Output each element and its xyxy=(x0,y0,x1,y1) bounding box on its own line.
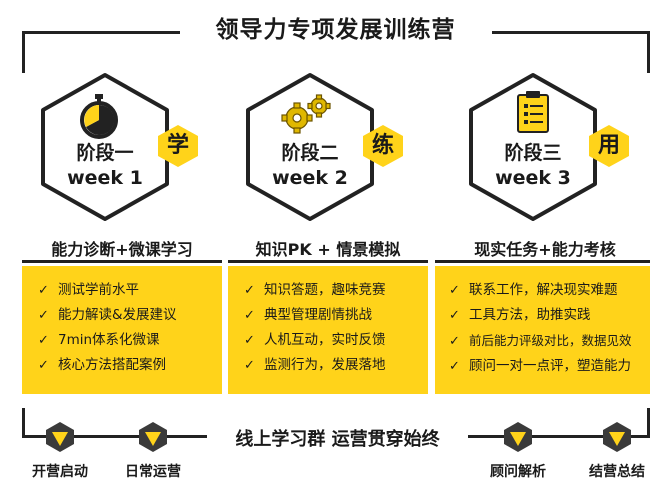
column-3-rule xyxy=(435,260,650,263)
stage-3-badge-text: 用 xyxy=(597,133,620,158)
stage-1-label: 阶段一 week 1 xyxy=(45,141,165,191)
timeline-line-right xyxy=(468,435,650,438)
milestone-2-marker xyxy=(138,421,168,457)
stage-2-badge: 练 xyxy=(361,124,405,168)
list-item: ✓前后能力评级对比，数据见效 xyxy=(449,328,650,354)
stage-3-phase: 阶段三 xyxy=(504,142,562,164)
check-icon: ✓ xyxy=(244,283,255,298)
stage-3-hexagon xyxy=(468,72,598,222)
stopwatch-icon xyxy=(77,94,121,144)
stage-2-badge-text: 练 xyxy=(371,133,394,158)
column-3-list: ✓联系工作，解决现实难题 ✓工具方法，助推实践 ✓前后能力评级对比，数据见效 ✓… xyxy=(449,278,650,379)
milestone-2-label: 日常运营 xyxy=(125,464,181,480)
column-1-heading: 能力诊断+微课学习 xyxy=(51,240,193,259)
check-icon: ✓ xyxy=(38,283,49,298)
stage-1-week: week 1 xyxy=(67,167,143,189)
stage-2-hexagon xyxy=(245,72,375,222)
milestone-1-label: 开营启动 xyxy=(32,464,88,480)
check-icon: ✓ xyxy=(449,334,460,349)
stage-1-badge: 学 xyxy=(156,124,200,168)
frame-top-right xyxy=(492,31,650,34)
timeline-right-rise xyxy=(647,408,650,438)
list-item: ✓测试学前水平 xyxy=(38,278,222,303)
column-1-panel: ✓测试学前水平 ✓能力解读&发展建议 ✓7min体系化微课 ✓核心方法搭配案例 xyxy=(22,266,222,394)
gears-icon xyxy=(281,92,333,140)
column-1-list: ✓测试学前水平 ✓能力解读&发展建议 ✓7min体系化微课 ✓核心方法搭配案例 xyxy=(38,278,222,378)
column-3-panel: ✓联系工作，解决现实难题 ✓工具方法，助推实践 ✓前后能力评级对比，数据见效 ✓… xyxy=(435,266,650,394)
check-icon: ✓ xyxy=(38,333,49,348)
timeline-left-rise xyxy=(22,408,25,438)
stage-1-badge-text: 学 xyxy=(166,133,189,158)
check-icon: ✓ xyxy=(449,359,460,374)
clipboard-icon xyxy=(516,90,550,138)
milestone-3-marker xyxy=(503,421,533,457)
stage-3-label: 阶段三 week 3 xyxy=(473,141,593,191)
milestone-4-marker xyxy=(602,421,632,457)
milestone-3-label: 顾问解析 xyxy=(490,464,546,480)
stage-3-badge: 用 xyxy=(587,124,631,168)
check-icon: ✓ xyxy=(244,333,255,348)
milestone-4-label: 结营总结 xyxy=(589,464,645,480)
timeline-caption: 线上学习群 运营贯穿始终 xyxy=(235,429,440,450)
column-2-list: ✓知识答题，趣味竞赛 ✓典型管理剧情挑战 ✓人机互动，实时反馈 ✓监测行为，发展… xyxy=(244,278,428,378)
list-item: ✓监测行为，发展落地 xyxy=(244,353,428,378)
list-item: ✓能力解读&发展建议 xyxy=(38,303,222,328)
list-item: ✓顾问一对一点评，塑造能力 xyxy=(449,354,650,379)
list-item: ✓联系工作，解决现实难题 xyxy=(449,278,650,303)
list-item: ✓核心方法搭配案例 xyxy=(38,353,222,378)
column-1-rule xyxy=(22,260,222,263)
page-title: 领导力专项发展训练营 xyxy=(215,17,456,43)
column-3-heading: 现实任务+能力考核 xyxy=(474,240,616,259)
milestone-1-marker xyxy=(45,421,75,457)
frame-left-drop xyxy=(22,31,25,73)
check-icon: ✓ xyxy=(38,308,49,323)
list-item: ✓人机互动，实时反馈 xyxy=(244,328,428,353)
check-icon: ✓ xyxy=(38,358,49,373)
list-item: ✓7min体系化微课 xyxy=(38,328,222,353)
check-icon: ✓ xyxy=(244,358,255,373)
check-icon: ✓ xyxy=(449,283,460,298)
check-icon: ✓ xyxy=(449,308,460,323)
check-icon: ✓ xyxy=(244,308,255,323)
list-item: ✓工具方法，助推实践 xyxy=(449,303,650,328)
list-item: ✓典型管理剧情挑战 xyxy=(244,303,428,328)
frame-top-left xyxy=(22,31,180,34)
stage-2-label: 阶段二 week 2 xyxy=(250,141,370,191)
stage-1-hexagon xyxy=(40,72,170,222)
column-2-heading: 知识PK + 情景模拟 xyxy=(255,240,401,259)
frame-right-drop xyxy=(647,31,650,73)
column-2-panel: ✓知识答题，趣味竞赛 ✓典型管理剧情挑战 ✓人机互动，实时反馈 ✓监测行为，发展… xyxy=(228,266,428,394)
stage-2-phase: 阶段二 xyxy=(281,142,339,164)
list-item: ✓知识答题，趣味竞赛 xyxy=(244,278,428,303)
stage-2-week: week 2 xyxy=(272,167,348,189)
stage-1-phase: 阶段一 xyxy=(76,142,134,164)
timeline-line-left xyxy=(22,435,207,438)
stage-3-week: week 3 xyxy=(495,167,571,189)
column-2-rule xyxy=(228,260,428,263)
